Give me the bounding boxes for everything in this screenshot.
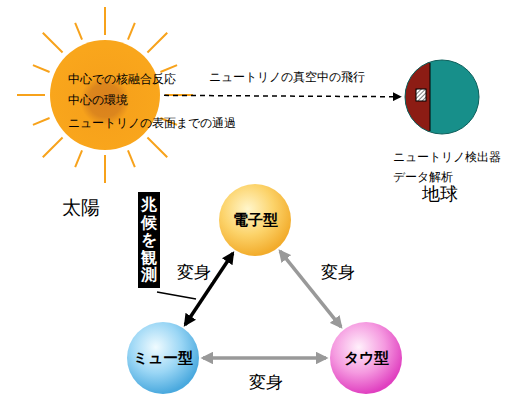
earth-outline [405,60,479,134]
sun-ray [104,7,106,35]
vertical-caption: 兆候を観測 [141,196,157,284]
sun-ray [147,137,167,157]
flight-arrow [164,95,400,96]
process-text: 中心の環境 [68,93,128,107]
sun-ray [160,65,177,72]
sun-ray [147,33,167,53]
neutrino-ball [127,322,199,394]
detector-symbol [416,89,426,101]
section-line [430,63,431,131]
process-text: ニュートリノの表面までの通過 [68,116,236,130]
tau-neutrino: タウ型 [330,322,402,394]
earth-disc [405,60,479,134]
sun-ray [33,118,50,125]
edge-label: 変身 [176,262,212,282]
neutrino-ball [219,184,291,256]
sun-ray [43,137,63,157]
note-label: データ解析 [393,170,453,184]
electron-neutrino: 電子型 [219,184,291,256]
transformation-arrow [203,356,326,360]
edge-label: 変身 [320,262,356,282]
observation-box: 兆候を観測 [138,192,160,288]
edge-label: ニュートリノの真空中の飛行 [208,70,366,84]
sun-ray [128,150,135,167]
neutrino-type: タウ型 [344,349,389,367]
sun-ray [104,155,106,183]
muon-neutrino: ミュー型 [127,322,199,394]
sun-ray [33,65,50,72]
neutrino-type: 電子型 [233,211,278,229]
sun-circle: 中心での核融合反応中心の環境ニュートリノの表面までの通過太陽 [50,40,160,150]
earth-circle-shape [404,59,480,135]
body-name: 太陽 [62,196,100,219]
sun-ray [17,94,45,96]
leader-line [157,292,196,299]
process-text: 中心での核融合反応 [68,72,176,86]
sun-ray [165,94,193,96]
neutrino-ball [330,322,402,394]
neutrino-type: ミュー型 [133,349,193,367]
sun-disc [50,40,160,150]
note-label: ニュートリノ検出器 [393,150,501,164]
earth-circle: 地球 [404,59,480,135]
sun-ray [75,150,82,167]
sun-ray [43,33,63,53]
sun-ray [128,23,135,40]
body-name: 地球 [422,183,458,205]
sun-ray [75,23,82,40]
edge-label: 変身 [248,372,284,392]
